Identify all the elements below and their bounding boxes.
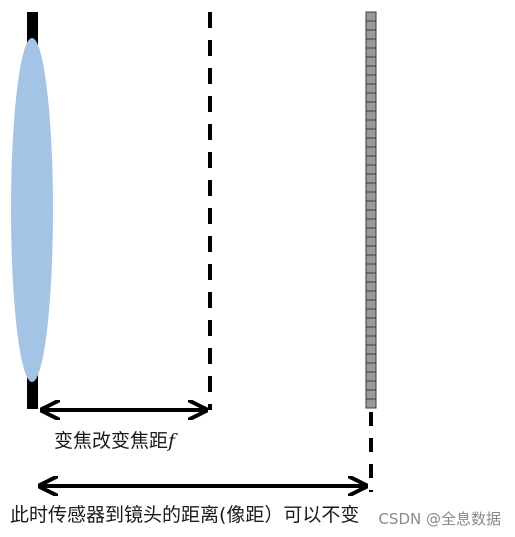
csdn-watermark: CSDN @全息数据 (378, 510, 501, 528)
lens-ellipse (11, 38, 53, 382)
image-distance-label: 此时传感器到镜头的距离(像距）可以不变 (10, 504, 360, 526)
sensor-segment (365, 200, 377, 211)
sensor-segment (365, 119, 377, 130)
sensor-segment (365, 290, 377, 301)
sensor-segment (365, 263, 377, 274)
sensor-segment (365, 146, 377, 157)
sensor-segment (365, 398, 377, 409)
sensor-segment (365, 299, 377, 310)
sensor-segment (365, 236, 377, 247)
sensor-segment (365, 191, 377, 202)
sensor-segment (365, 326, 377, 337)
sensor-segment (365, 155, 377, 166)
sensor-segment (365, 164, 377, 175)
sensor-segment (365, 128, 377, 139)
sensor-segment (365, 29, 377, 40)
sensor-segment (365, 173, 377, 184)
sensor-segment (365, 182, 377, 193)
sensor-segment (365, 272, 377, 283)
sensor-segment (365, 47, 377, 58)
sensor-segment (365, 308, 377, 319)
sensor-segment (365, 74, 377, 85)
sensor-segment (365, 362, 377, 373)
sensor-segment (365, 227, 377, 238)
sensor-segment (365, 389, 377, 400)
sensor-segment (365, 353, 377, 364)
image-sensor (365, 11, 377, 409)
sensor-segment (365, 65, 377, 76)
sensor-segment (365, 335, 377, 346)
sensor-segment (365, 56, 377, 67)
sensor-segment (365, 344, 377, 355)
sensor-segment (365, 20, 377, 31)
sensor-segment (365, 371, 377, 382)
sensor-segment (365, 110, 377, 121)
sensor-segment (365, 317, 377, 328)
sensor-segment (365, 281, 377, 292)
sensor-segment (365, 83, 377, 94)
sensor-segment (365, 11, 377, 22)
sensor-segment (365, 209, 377, 220)
sensor-segment (365, 245, 377, 256)
sensor-segment (365, 254, 377, 265)
sensor-segment (365, 218, 377, 229)
sensor-segment (365, 101, 377, 112)
sensor-segment (365, 92, 377, 103)
focal-length-label: 变焦改变焦距f (54, 426, 175, 453)
sensor-segment (365, 137, 377, 148)
sensor-segment (365, 380, 377, 391)
focal-length-symbol: f (168, 430, 176, 452)
focal-length-text: 变焦改变焦距 (54, 430, 169, 452)
sensor-segment (365, 38, 377, 49)
